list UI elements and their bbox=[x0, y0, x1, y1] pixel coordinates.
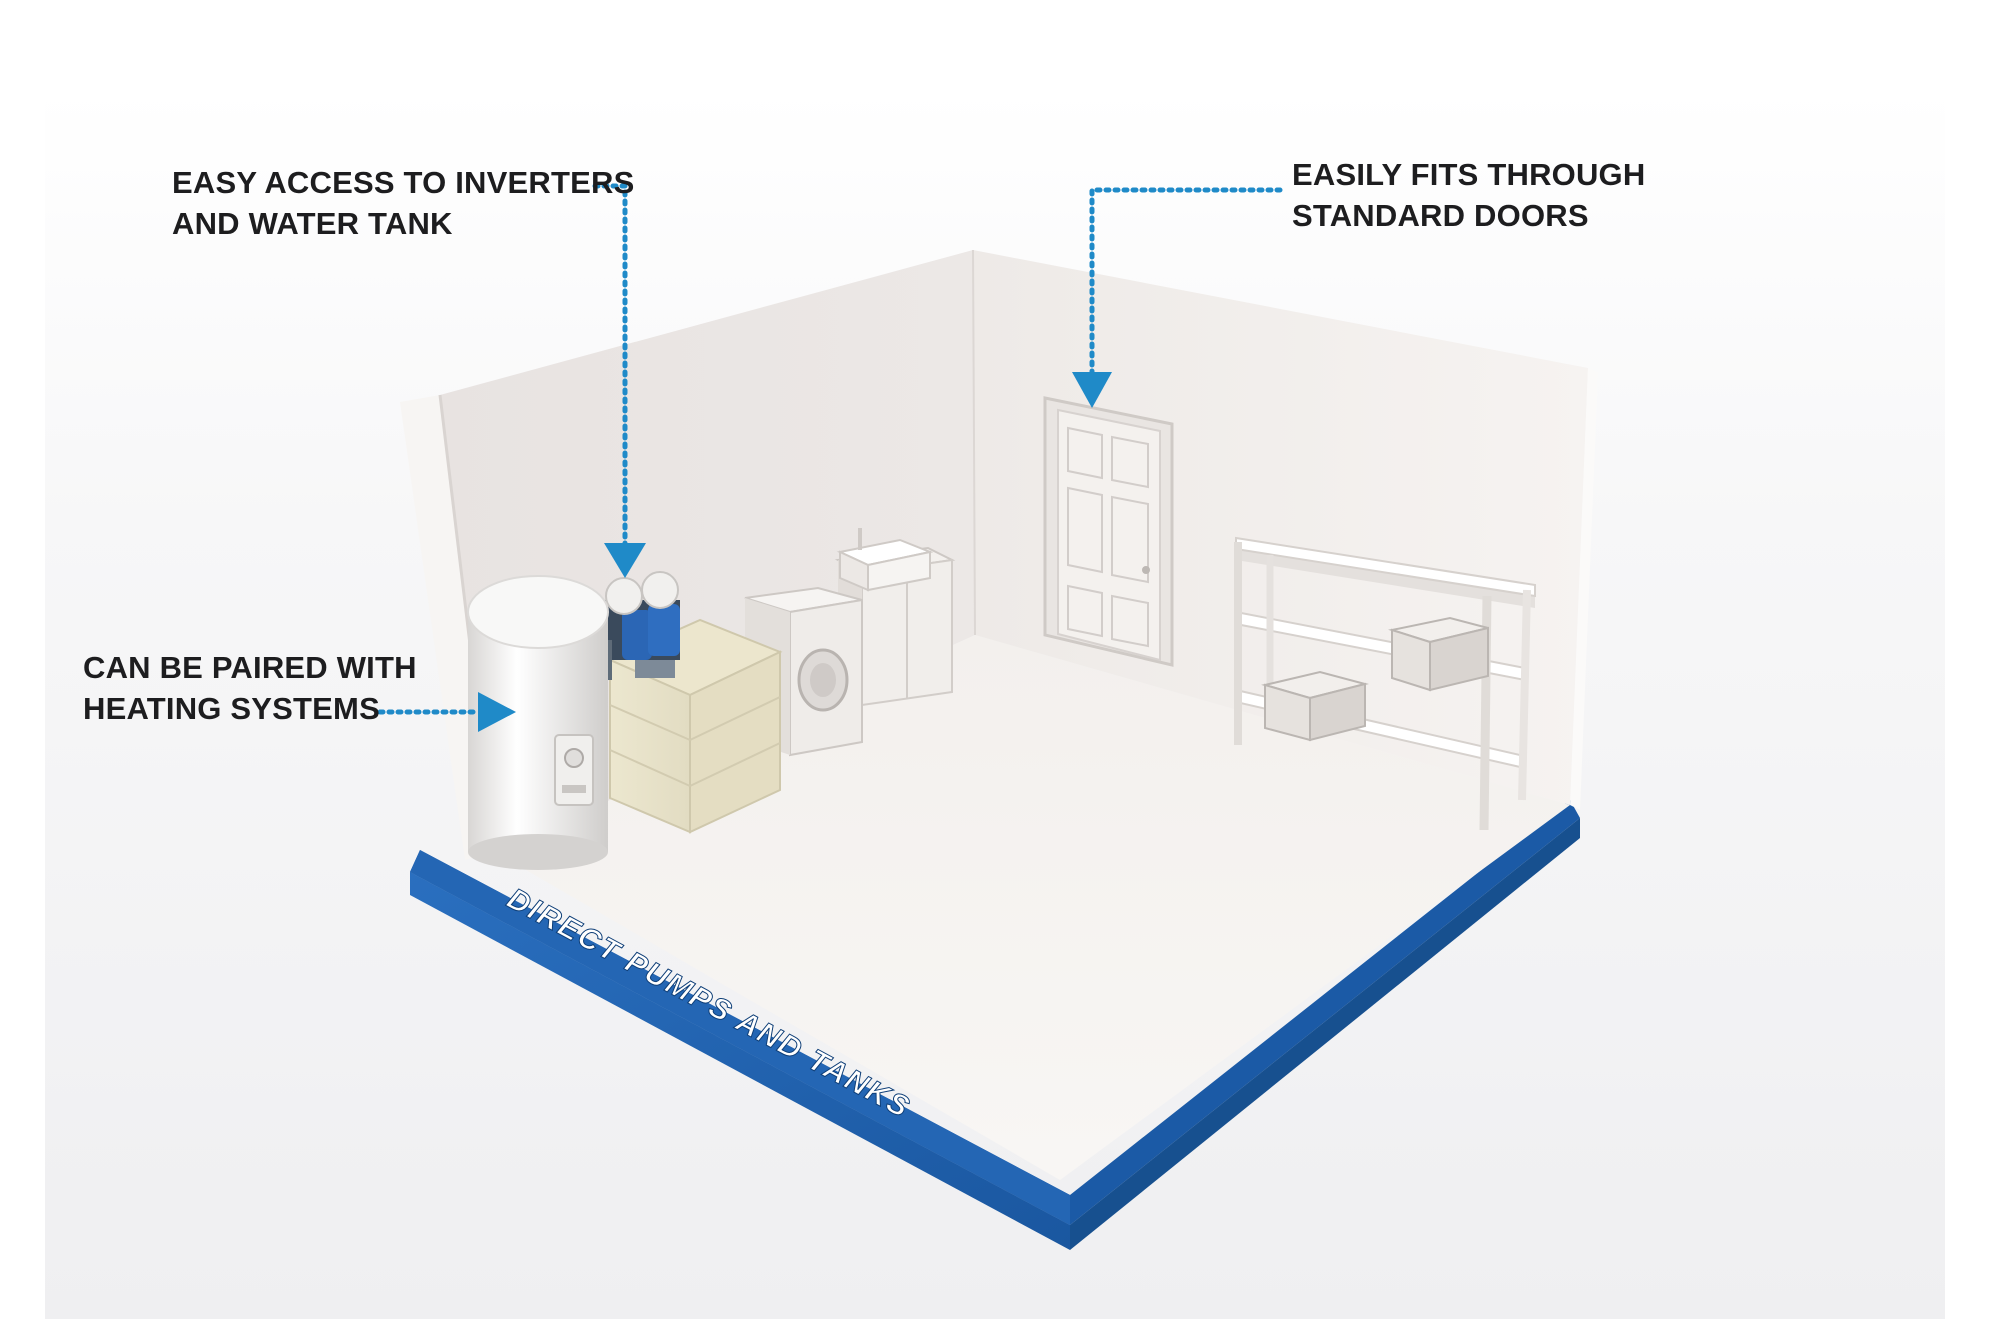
callout-doors-line2: STANDARD DOORS bbox=[1292, 198, 1589, 233]
callout-heating-line1: CAN BE PAIRED WITH bbox=[83, 650, 417, 685]
hot-water-cylinder bbox=[467, 575, 609, 870]
callout-inverters-line1: EASY ACCESS TO INVERTERS bbox=[172, 165, 635, 200]
right-wall-edge bbox=[1570, 368, 1598, 810]
callout-heating: CAN BE PAIRED WITH HEATING SYSTEMS bbox=[83, 647, 417, 729]
callout-doors: EASILY FITS THROUGH STANDARD DOORS bbox=[1292, 154, 1645, 236]
callout-heating-line2: HEATING SYSTEMS bbox=[83, 691, 380, 726]
pointer-inverters bbox=[592, 183, 646, 578]
pump-inverters bbox=[598, 571, 680, 680]
callout-doors-line1: EASILY FITS THROUGH bbox=[1292, 157, 1646, 192]
shelving-unit bbox=[1234, 536, 1536, 831]
pointer-doors bbox=[1072, 187, 1283, 408]
water-tank bbox=[607, 618, 783, 834]
pointer-heating bbox=[377, 692, 516, 732]
door bbox=[1043, 396, 1174, 667]
callout-inverters-line2: AND WATER TANK bbox=[172, 206, 453, 241]
callout-inverters: EASY ACCESS TO INVERTERS AND WATER TANK bbox=[172, 162, 634, 244]
blue-base bbox=[410, 800, 1580, 1250]
